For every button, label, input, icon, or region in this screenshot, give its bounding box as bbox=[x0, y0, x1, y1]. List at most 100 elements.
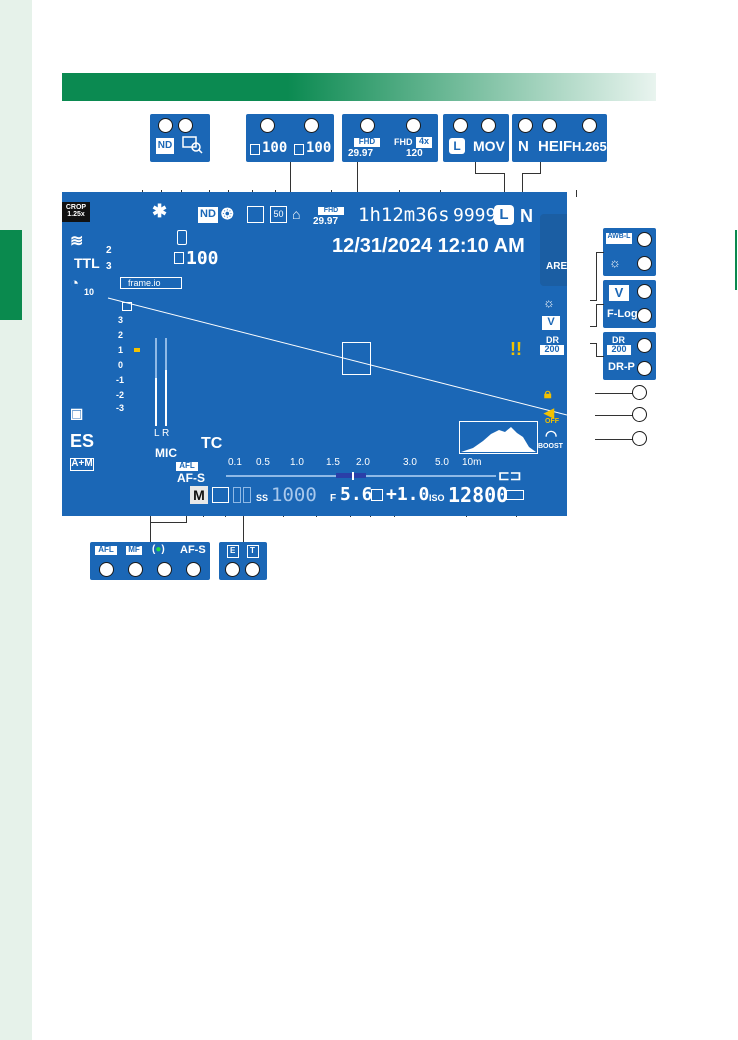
afl-indicator: AFL bbox=[176, 462, 198, 471]
fhd-4x-icon: 4x bbox=[416, 137, 432, 148]
distance-scale: 0.1 0.5 1.0 1.5 2.0 3.0 5.0 10m bbox=[226, 458, 496, 484]
dist-0-1: 0.1 bbox=[228, 457, 242, 468]
exposure-icon bbox=[122, 302, 132, 311]
lock-icon: 🔒︎ bbox=[544, 385, 552, 401]
callout-number bbox=[632, 385, 647, 400]
callout-number bbox=[637, 308, 652, 323]
mov-label: MOV bbox=[473, 138, 505, 154]
ev-pointer bbox=[134, 348, 140, 352]
mf-icon: MF bbox=[126, 546, 142, 555]
heif-label: HEIF bbox=[538, 138, 573, 155]
callout-box-frames: 100 100 bbox=[246, 114, 334, 162]
dof-bar bbox=[336, 473, 366, 478]
tick bbox=[576, 190, 577, 197]
ev-comp-icon bbox=[371, 489, 383, 501]
shutter-type: ES bbox=[70, 431, 95, 451]
callout-number bbox=[99, 562, 114, 577]
dr-value-icon: 200 bbox=[607, 345, 631, 355]
leader-line bbox=[150, 516, 151, 542]
h265-label: H.265 bbox=[572, 139, 607, 154]
horizon-line bbox=[107, 297, 567, 416]
lock-t-icon: T bbox=[247, 545, 259, 558]
leader-line bbox=[596, 304, 604, 305]
nd-icon: ND bbox=[156, 138, 174, 154]
wb-light-icon: ☼ bbox=[543, 295, 555, 310]
leader-line bbox=[595, 415, 633, 416]
mic-lr: L R bbox=[154, 428, 170, 439]
callout-box-lock: E T bbox=[219, 542, 267, 580]
leader-line bbox=[590, 326, 597, 327]
focus-area-panel bbox=[540, 214, 567, 286]
leader-line bbox=[596, 343, 597, 357]
sound-off-label: OFF bbox=[545, 418, 559, 425]
drp-label: DR-P bbox=[608, 361, 635, 373]
callout-number bbox=[158, 118, 173, 133]
film-sim-indicator: V bbox=[542, 316, 560, 330]
size-l-icon: L bbox=[449, 138, 465, 154]
callout-number bbox=[582, 118, 597, 133]
dist-0-5: 0.5 bbox=[256, 457, 270, 468]
afl-icon: AFL bbox=[95, 546, 117, 555]
dist-10m: 10m bbox=[462, 457, 482, 468]
timer-value: 10 bbox=[84, 287, 95, 297]
frames-count-b: 100 bbox=[306, 140, 332, 156]
callout-number bbox=[481, 118, 496, 133]
callout-number bbox=[637, 284, 652, 299]
tele-icon bbox=[247, 206, 264, 223]
f-label: F bbox=[330, 493, 337, 504]
right-edge-mark bbox=[735, 230, 737, 290]
leader-line bbox=[595, 439, 633, 440]
dist-1-0: 1.0 bbox=[290, 457, 304, 468]
battery-icon bbox=[506, 490, 524, 500]
ss-label: SS bbox=[256, 493, 269, 503]
fhd-icon: FHD bbox=[354, 138, 380, 147]
drive-icon: ▣ bbox=[70, 405, 84, 421]
dist-3-0: 3.0 bbox=[403, 457, 417, 468]
callout-number bbox=[178, 118, 193, 133]
callout-box-wb: AWB-L ☼ bbox=[603, 228, 656, 276]
callout-number bbox=[406, 118, 421, 133]
leader-line bbox=[504, 173, 505, 192]
leader-line bbox=[475, 173, 505, 174]
ev-mark-m2: -2 bbox=[116, 390, 125, 400]
callout-number bbox=[637, 256, 652, 271]
nd-indicator: ND bbox=[198, 207, 218, 223]
leader-line bbox=[357, 162, 358, 192]
leader-line bbox=[596, 356, 604, 357]
callout-number bbox=[632, 431, 647, 446]
exposure-scale: 3 2 1 0 -1 -2 -3 bbox=[116, 300, 142, 413]
rec-time: 1h12m36s bbox=[358, 204, 450, 226]
fps-a: 29.97 bbox=[348, 148, 374, 159]
afs-label: AF-S bbox=[180, 544, 206, 556]
flash-comp-bottom: 3 bbox=[106, 261, 112, 272]
ev-mark-3: 3 bbox=[118, 315, 124, 325]
ev-mark-m1: -1 bbox=[116, 375, 125, 385]
callout-number bbox=[632, 407, 647, 422]
ae-lock-icon bbox=[233, 487, 241, 503]
sound-off-icon: ◀ bbox=[544, 405, 554, 420]
flash-mode: TTL bbox=[74, 255, 100, 271]
power-icon: ⊏⊐ bbox=[498, 467, 522, 483]
film-sim-icon: V bbox=[609, 285, 629, 301]
light-icon: ☼ bbox=[609, 255, 621, 270]
awb-icon: AWB-L bbox=[606, 233, 632, 244]
frames-icon bbox=[294, 144, 304, 155]
phone-icon bbox=[177, 230, 187, 245]
fps-indicator: 29.97 bbox=[313, 216, 339, 227]
callout-number bbox=[128, 562, 143, 577]
frames-count-a: 100 bbox=[262, 140, 288, 156]
callout-number bbox=[245, 562, 260, 577]
leader-line bbox=[243, 516, 244, 542]
metering-icon bbox=[212, 487, 229, 503]
callout-number bbox=[453, 118, 468, 133]
callout-number bbox=[518, 118, 533, 133]
am-icon: A+M bbox=[70, 458, 94, 471]
af-lock-icon: (●) bbox=[152, 544, 165, 555]
audio-meter bbox=[152, 338, 172, 426]
leader-line bbox=[522, 173, 523, 192]
dr-value-indicator: 200 bbox=[540, 345, 564, 355]
callout-box-dr: DR 200 DR-P bbox=[603, 332, 656, 380]
date-time: 12/31/2024 12:10 AM bbox=[332, 235, 525, 257]
leader-line bbox=[590, 343, 597, 344]
